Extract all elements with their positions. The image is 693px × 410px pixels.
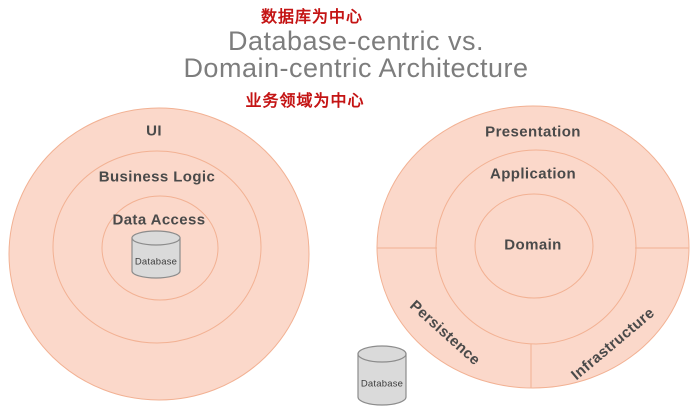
left-layer-label-ui: UI [146, 122, 162, 140]
left-onion-diagram [8, 107, 310, 401]
left-layer-label-data-access: Data Access [112, 211, 206, 229]
database-cylinder-icon [357, 345, 407, 406]
page-title-line1: Database-centric vs. [227, 26, 485, 56]
cylinder-body [357, 353, 407, 406]
right-layer-label-domain: Domain [504, 236, 562, 254]
right-database-label: Database [360, 378, 404, 390]
left-layer-label-business-logic: Business Logic [98, 168, 216, 186]
right-layer-label-presentation: Presentation [485, 123, 581, 141]
right-inner-circle-domain [474, 193, 594, 299]
cylinder-top [131, 230, 181, 246]
subtitle-chinese-database-centric: 数据库为中心 [260, 9, 364, 26]
page-title-line2: Domain-centric Architecture [183, 53, 529, 83]
database-cylinder-icon [131, 230, 181, 279]
right-layer-label-application: Application [489, 165, 577, 183]
subtitle-chinese-domain-centric: 业务领域为中心 [245, 93, 365, 110]
right-onion-diagram [357, 105, 690, 406]
left-database-label: Database [134, 256, 178, 268]
cylinder-body [131, 237, 181, 279]
cylinder-top [357, 345, 407, 363]
